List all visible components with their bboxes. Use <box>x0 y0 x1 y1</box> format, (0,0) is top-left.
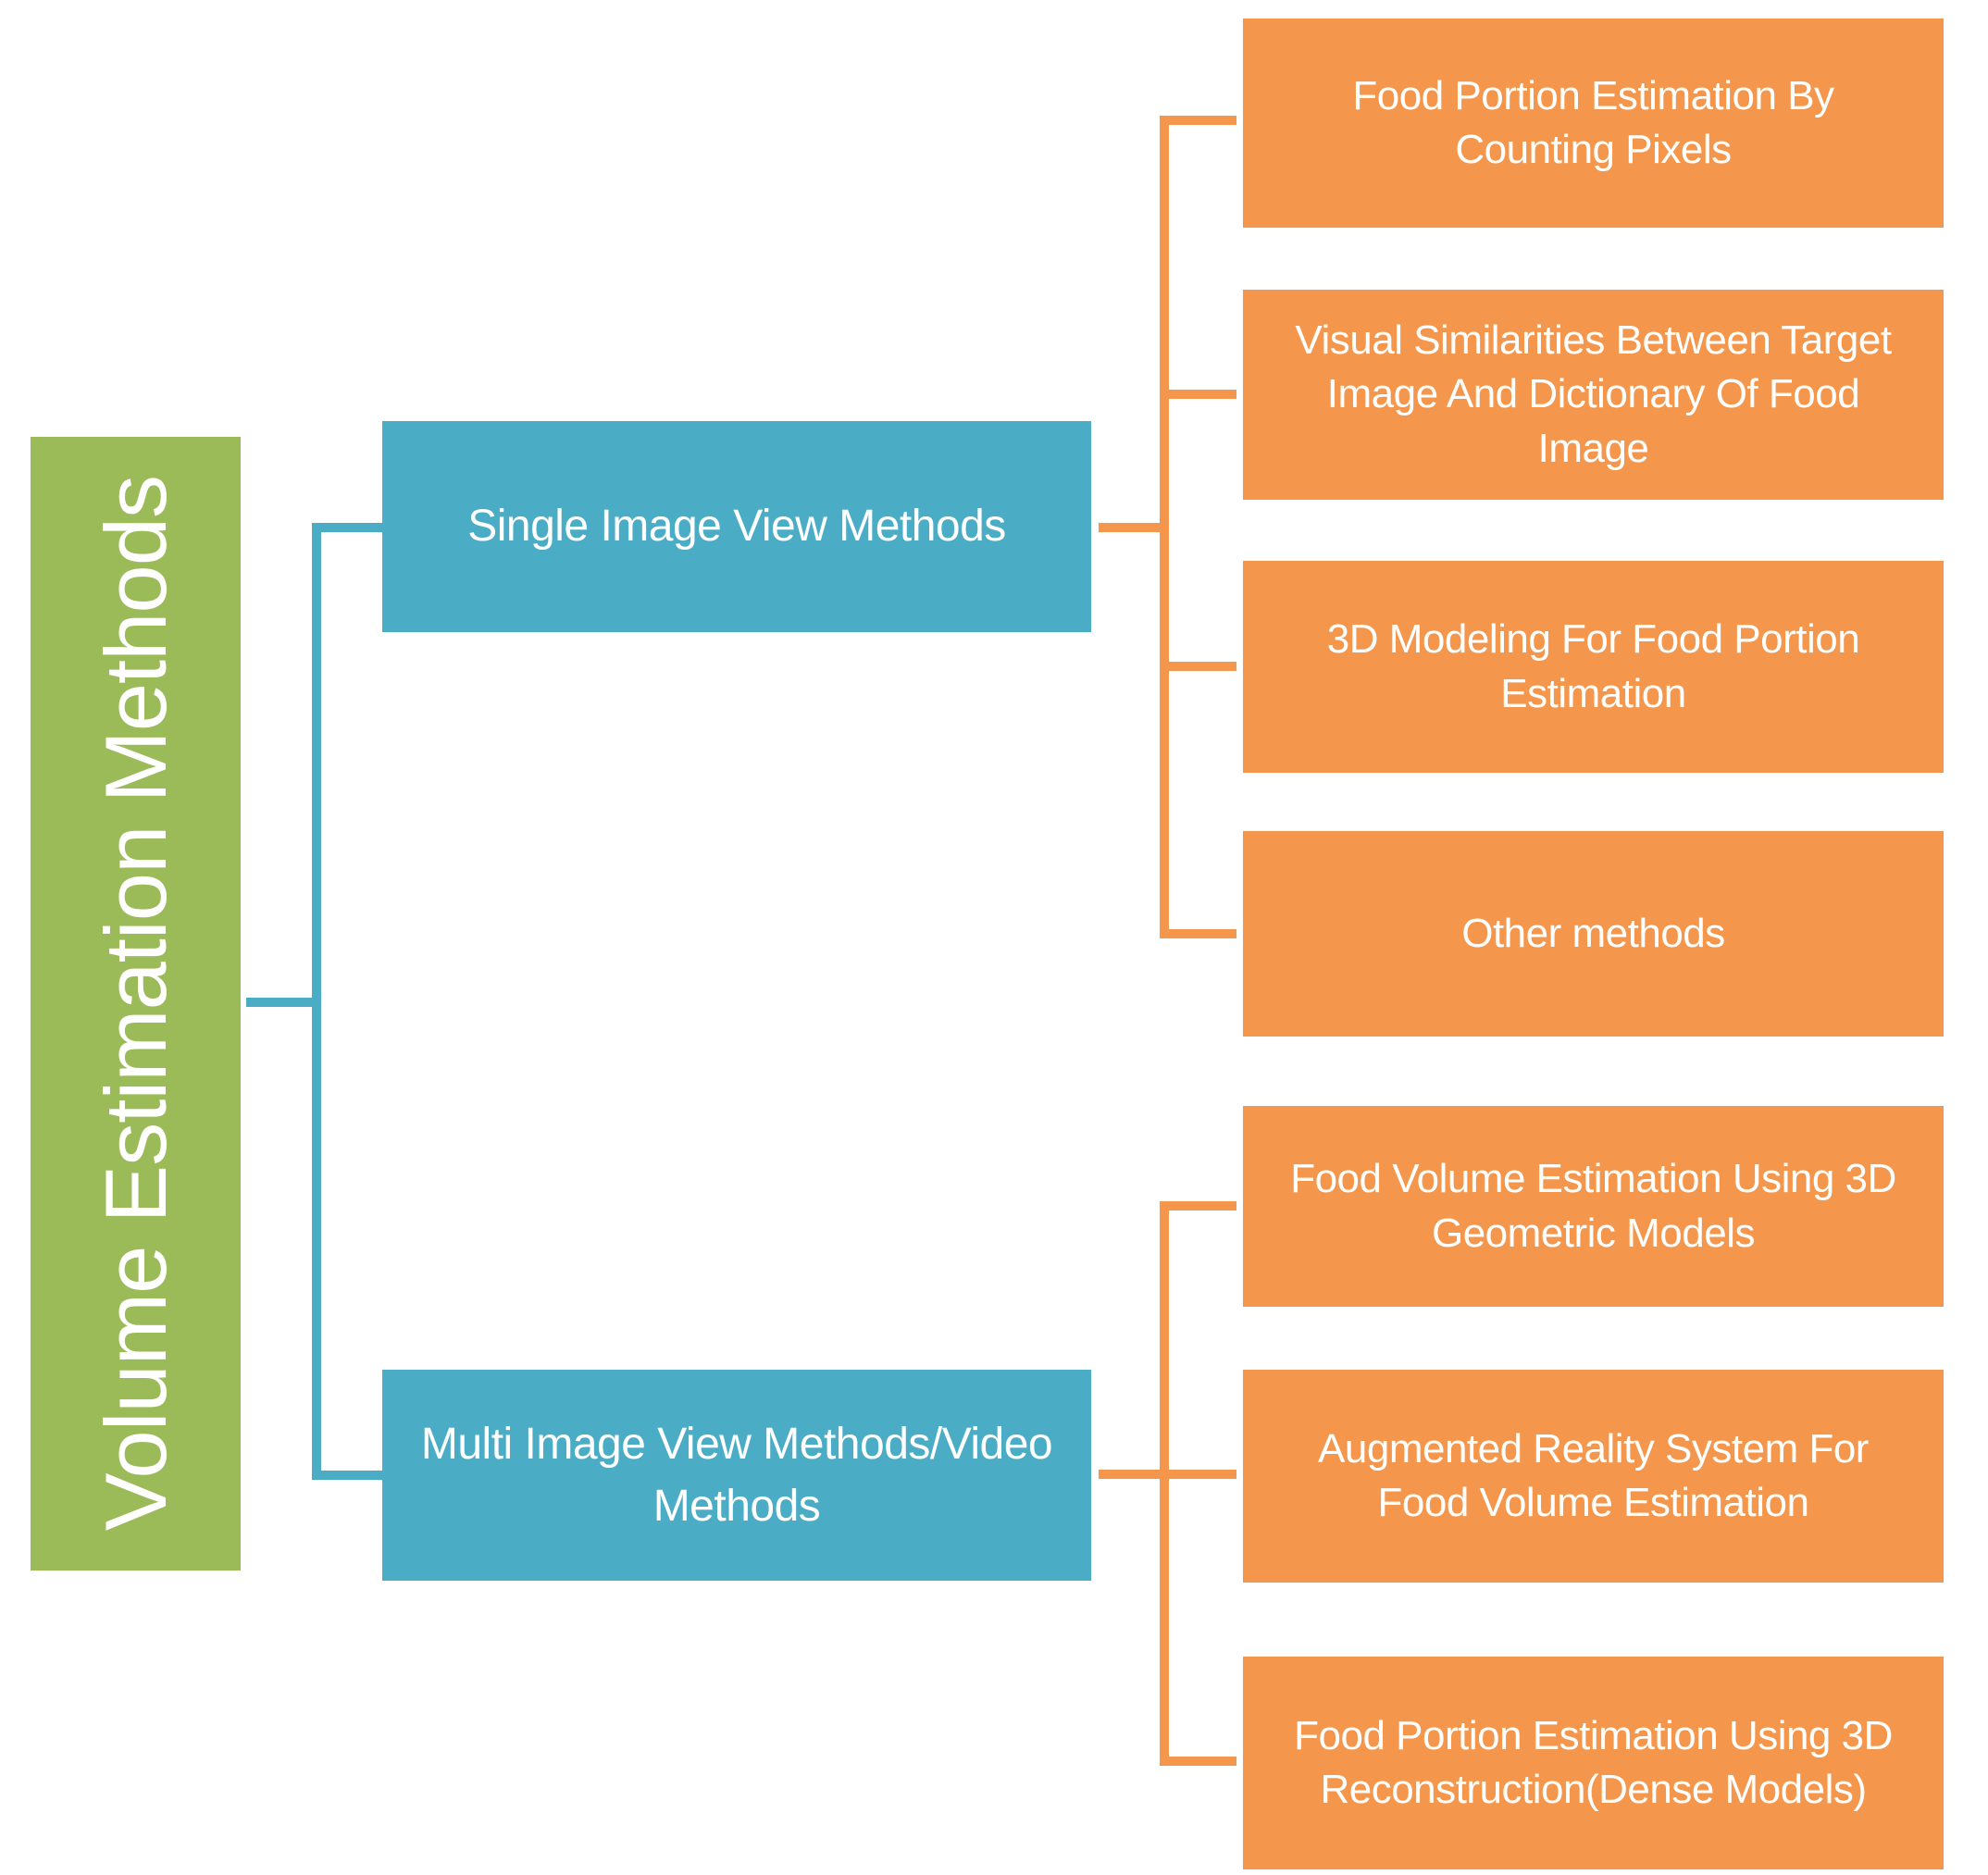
root-node-label: Volume Estimation Methods <box>86 476 184 1532</box>
leaf-node-other-methods: Other methods <box>1243 831 1944 1037</box>
leaf-node-visual-similarities: Visual Similarities Between Target Image… <box>1243 290 1944 500</box>
connector-stub-3d-modeling <box>1160 662 1236 671</box>
leaf-node-label: Visual Similarities Between Target Image… <box>1295 317 1892 471</box>
leaf-node-label: 3D Modeling For Food Portion Estimation <box>1326 616 1860 716</box>
connector-single-group-vertical <box>1160 116 1169 938</box>
leaf-node-label: Other methods <box>1461 910 1725 956</box>
connector-stub-single-branch <box>312 523 382 532</box>
root-node-volume-estimation-methods: Volume Estimation Methods <box>31 437 241 1571</box>
leaf-node-label: Food Portion Estimation Using 3D Reconst… <box>1294 1712 1893 1812</box>
leaf-node-3d-geometric-models: Food Volume Estimation Using 3D Geometri… <box>1243 1106 1944 1307</box>
connector-multi-group-vertical <box>1160 1201 1169 1766</box>
connector-stub-other-methods <box>1160 929 1236 938</box>
connector-stub-visual-similarities <box>1160 390 1236 399</box>
leaf-node-counting-pixels: Food Portion Estimation By Counting Pixe… <box>1243 19 1944 228</box>
connector-stub-multi-branch <box>312 1471 382 1480</box>
connector-multi-branch-horizontal <box>1099 1470 1236 1479</box>
leaf-node-augmented-reality: Augmented Reality System For Food Volume… <box>1243 1370 1944 1583</box>
branch-node-label: Single Image View Methods <box>467 502 1006 552</box>
branch-node-label: Multi Image View Methods/Video Methods <box>420 1419 1053 1531</box>
leaf-node-3d-reconstruction: Food Portion Estimation Using 3D Reconst… <box>1243 1657 1944 1869</box>
branch-node-single-image-view: Single Image View Methods <box>382 421 1091 632</box>
leaf-node-label: Food Volume Estimation Using 3D Geometri… <box>1290 1156 1896 1256</box>
connector-stub-3d-reconstruction <box>1160 1757 1236 1766</box>
connector-branches-vertical <box>312 523 321 1480</box>
connector-stub-counting-pixels <box>1160 116 1236 125</box>
leaf-node-label: Augmented Reality System For Food Volume… <box>1318 1425 1869 1525</box>
connector-single-branch-horizontal <box>1099 523 1165 532</box>
branch-node-multi-image-view: Multi Image View Methods/Video Methods <box>382 1370 1091 1581</box>
connector-stub-3d-geometric-models <box>1160 1201 1236 1211</box>
connector-root-horizontal <box>246 998 317 1007</box>
leaf-node-3d-modeling: 3D Modeling For Food Portion Estimation <box>1243 561 1944 773</box>
leaf-node-label: Food Portion Estimation By Counting Pixe… <box>1352 72 1834 172</box>
